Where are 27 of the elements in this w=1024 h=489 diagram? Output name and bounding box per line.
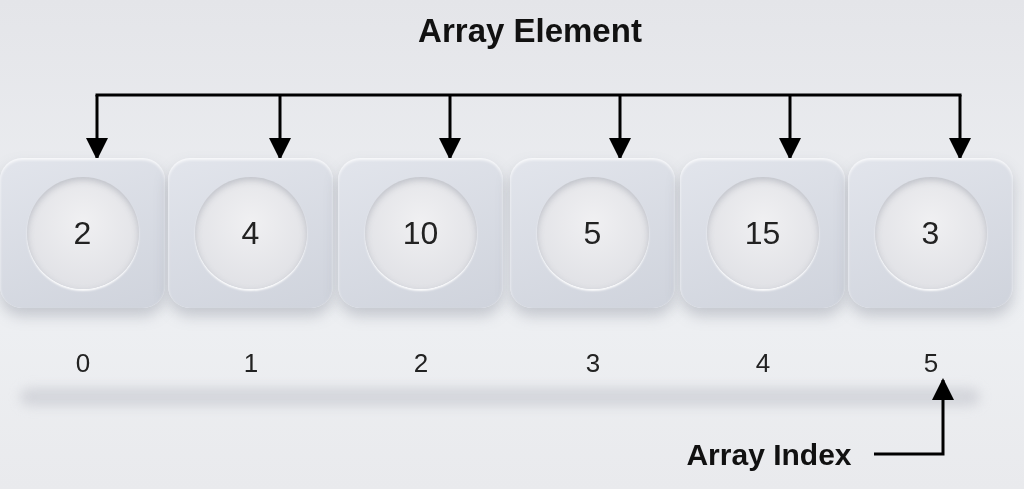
annotation-text: Array Index (686, 436, 852, 473)
value-text: 2 (73, 214, 92, 253)
index-label: 0 (75, 346, 91, 380)
array-cell (0, 158, 165, 308)
value-text: 4 (241, 214, 260, 253)
array-cell (848, 158, 1013, 308)
arrow (949, 95, 971, 160)
arrow (874, 378, 954, 456)
value-text: 5 (583, 214, 602, 253)
arrow (609, 95, 631, 160)
value-text: 3 (921, 214, 940, 253)
arrow (269, 95, 291, 160)
index-label: 3 (585, 346, 601, 380)
value-text: 10 (402, 214, 439, 253)
array-cell (510, 158, 675, 308)
value-text: 15 (744, 214, 781, 253)
title: Array Element (417, 11, 643, 51)
index-label: 1 (243, 346, 259, 380)
arrow (86, 95, 108, 160)
arrow (779, 95, 801, 160)
index-label: 4 (755, 346, 771, 380)
index-label: 5 (923, 346, 939, 380)
array-cell (168, 158, 333, 308)
index-label: 2 (413, 346, 429, 380)
arrow (439, 95, 461, 160)
array-cell (338, 158, 503, 308)
array-cell (680, 158, 845, 308)
